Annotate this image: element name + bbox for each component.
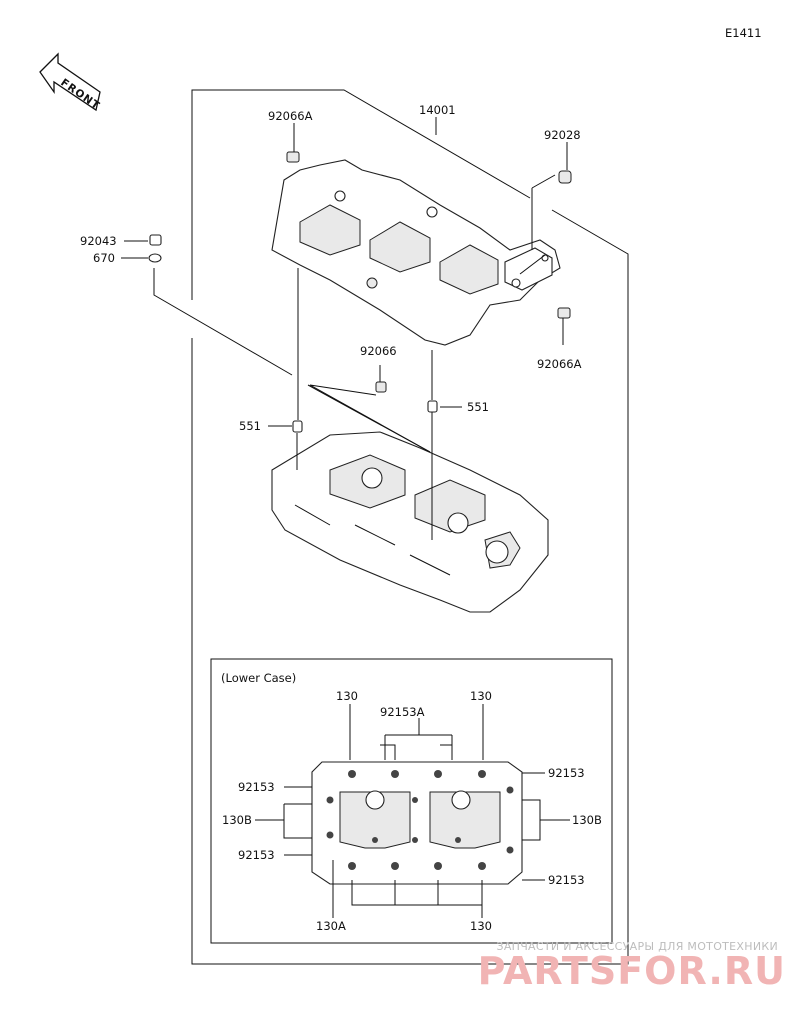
collar-part <box>149 234 162 246</box>
inset-label-92153-left-bottom: 92153 <box>238 848 275 862</box>
label-551-left: 551 <box>239 419 261 433</box>
assembly-frame <box>191 89 629 965</box>
watermark-brand: PARTSFOR.RU <box>478 949 786 993</box>
label-92066A-right: 92066A <box>537 357 582 371</box>
dowel-left-part <box>292 420 303 433</box>
upper-crankcase <box>271 159 561 346</box>
cap-part <box>558 170 572 184</box>
inset-label-130-bottom: 130 <box>470 919 492 933</box>
diagram-code: E1411 <box>725 26 762 40</box>
lower-case-inset <box>210 658 613 944</box>
inset-label-130A: 130A <box>316 919 346 933</box>
lower-case-bottom-view <box>311 761 523 885</box>
label-92028: 92028 <box>544 128 581 142</box>
inset-label-92153-right-bottom: 92153 <box>548 873 585 887</box>
dowel-right-part <box>427 400 438 413</box>
seal-right-part <box>557 307 571 319</box>
label-92066: 92066 <box>360 344 397 358</box>
inset-leader-lines <box>255 704 570 918</box>
leader-lines <box>121 117 568 540</box>
label-551-right: 551 <box>467 400 489 414</box>
seal-center-part <box>375 381 387 393</box>
inset-label-130B-right: 130B <box>572 813 602 827</box>
o-ring-part <box>148 253 162 263</box>
inset-label-92153-right-top: 92153 <box>548 766 585 780</box>
lower-crankcase <box>271 431 549 613</box>
label-14001: 14001 <box>419 103 456 117</box>
seal-upper-left-part <box>286 151 300 163</box>
inset-label-92153A: 92153A <box>380 705 425 719</box>
watermark-tagline: ЗАПЧАСТИ И АКСЕССУАРЫ ДЛЯ МОТОТЕХНИКИ <box>496 940 778 953</box>
label-92066A-top: 92066A <box>268 109 313 123</box>
inset-label-130-left: 130 <box>336 689 358 703</box>
inset-title: (Lower Case) <box>221 671 296 685</box>
inset-label-92153-left-top: 92153 <box>238 780 275 794</box>
front-arrow-icon: FRONT <box>39 52 102 112</box>
label-92043: 92043 <box>80 234 117 248</box>
inset-label-130-right: 130 <box>470 689 492 703</box>
inset-label-130B-left: 130B <box>222 813 252 827</box>
label-670: 670 <box>93 251 115 265</box>
